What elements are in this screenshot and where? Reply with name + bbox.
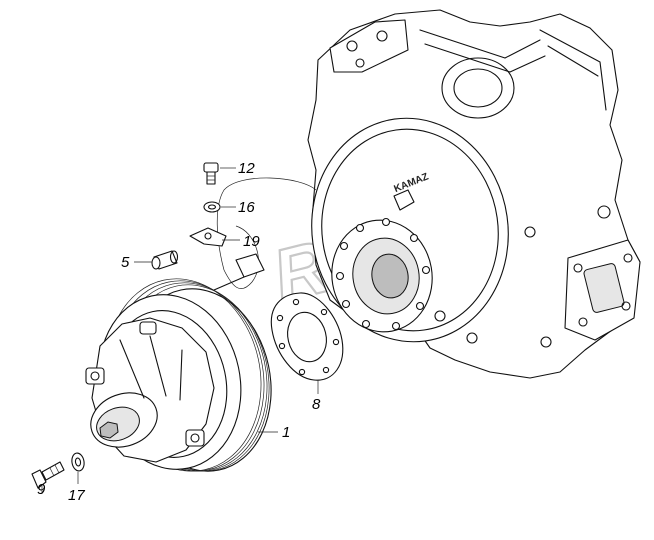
- housing-top-ribs: [419, 29, 546, 73]
- harness-connector: [235, 253, 265, 278]
- connector-lead: [213, 276, 245, 291]
- housing-boss-5: [540, 336, 552, 348]
- flange-bolt: [415, 301, 425, 311]
- bolt-9-head: [31, 469, 47, 489]
- housing-boss-1: [524, 226, 536, 238]
- part-16-washer: [203, 201, 221, 213]
- part-8-gasket: [270, 292, 344, 381]
- sleeve-5-end: [151, 256, 161, 270]
- gasket-hole: [332, 338, 340, 346]
- flange-bolt: [341, 299, 351, 309]
- gasket-8-center-hole: [287, 311, 327, 363]
- bracket-19-hole: [204, 232, 212, 240]
- side-hole-4: [621, 301, 631, 311]
- bell-housing-inner-ring: [321, 128, 499, 332]
- sleeve-5-end-far: [169, 250, 179, 264]
- part-5-sleeve: [151, 250, 179, 270]
- washer-17-inner: [74, 457, 82, 467]
- hub-lug-top: [139, 321, 157, 335]
- housing-boss-2: [597, 205, 611, 219]
- transmission-housing: KAMAZ: [307, 9, 641, 379]
- gasket-hole: [322, 366, 330, 374]
- bolt-9-thread: [49, 467, 55, 477]
- callout-5: 5: [121, 254, 130, 271]
- bracket-19-body: [189, 227, 227, 247]
- callout-17: 17: [68, 487, 85, 504]
- callout-labels: 12 16 19 5 8 1 17 9: [37, 160, 321, 504]
- callout-12: 12: [238, 160, 255, 177]
- top-flange: [329, 19, 409, 73]
- flange-bolt: [421, 265, 431, 275]
- callout-9: 9: [37, 481, 46, 498]
- part-9-bolt: [31, 461, 65, 489]
- side-hole-2: [623, 253, 633, 263]
- part-1-pulley-assembly: [85, 278, 272, 472]
- flange-hole-3: [355, 58, 365, 68]
- side-hole-1: [573, 263, 583, 273]
- callout-8: 8: [312, 396, 321, 413]
- part-17-washer: [71, 452, 85, 472]
- hub-lug-left: [85, 367, 105, 385]
- gasket-hole: [276, 314, 284, 322]
- bolt-9-shank: [41, 461, 65, 481]
- gasket-hole: [320, 308, 328, 316]
- flange-bolt: [355, 223, 365, 233]
- housing-boss-3: [466, 332, 478, 344]
- flange-bolt: [391, 321, 401, 331]
- housing-right-ribs: [539, 29, 607, 111]
- bolt-12-head: [203, 162, 219, 173]
- flange-bolt: [361, 319, 371, 329]
- callout-1: 1: [282, 424, 290, 441]
- flange-bolt: [409, 233, 419, 243]
- flange-bolt: [339, 241, 349, 251]
- flange-hole-1: [346, 40, 358, 52]
- face-bracket: [393, 189, 415, 211]
- flange-bolt: [381, 217, 391, 227]
- washer-16-outer: [203, 201, 221, 213]
- hub-lug-right: [185, 429, 205, 447]
- output-flange-bolt-ring: [335, 217, 431, 331]
- side-mount-opening: [583, 263, 625, 313]
- hub-lug-right-hole: [190, 433, 200, 443]
- gasket-hole: [278, 342, 286, 350]
- output-flange-shaft: [371, 253, 409, 299]
- hub-center-nut: [99, 421, 119, 439]
- gasket-hole: [298, 368, 306, 376]
- top-boss-bore: [453, 68, 503, 108]
- top-boss: [441, 57, 515, 119]
- flange-hole-2: [376, 30, 388, 42]
- flange-bolt: [335, 271, 345, 281]
- callout-16: 16: [238, 199, 255, 216]
- bolt-12-shank: [206, 171, 216, 185]
- hub-lug-left-hole: [90, 371, 100, 381]
- part-12-bolt: [203, 162, 219, 185]
- callout-19: 19: [243, 233, 260, 250]
- washer-16-inner: [207, 204, 217, 210]
- hub-webs: [119, 335, 183, 401]
- housing-boss-4: [434, 310, 446, 322]
- gasket-hole: [292, 298, 300, 306]
- part-19-bracket: [189, 227, 227, 247]
- bolt-9-thread: [54, 464, 60, 474]
- side-hole-3: [578, 317, 588, 327]
- washer-17-outer: [71, 452, 85, 472]
- leader-lines: [41, 167, 319, 494]
